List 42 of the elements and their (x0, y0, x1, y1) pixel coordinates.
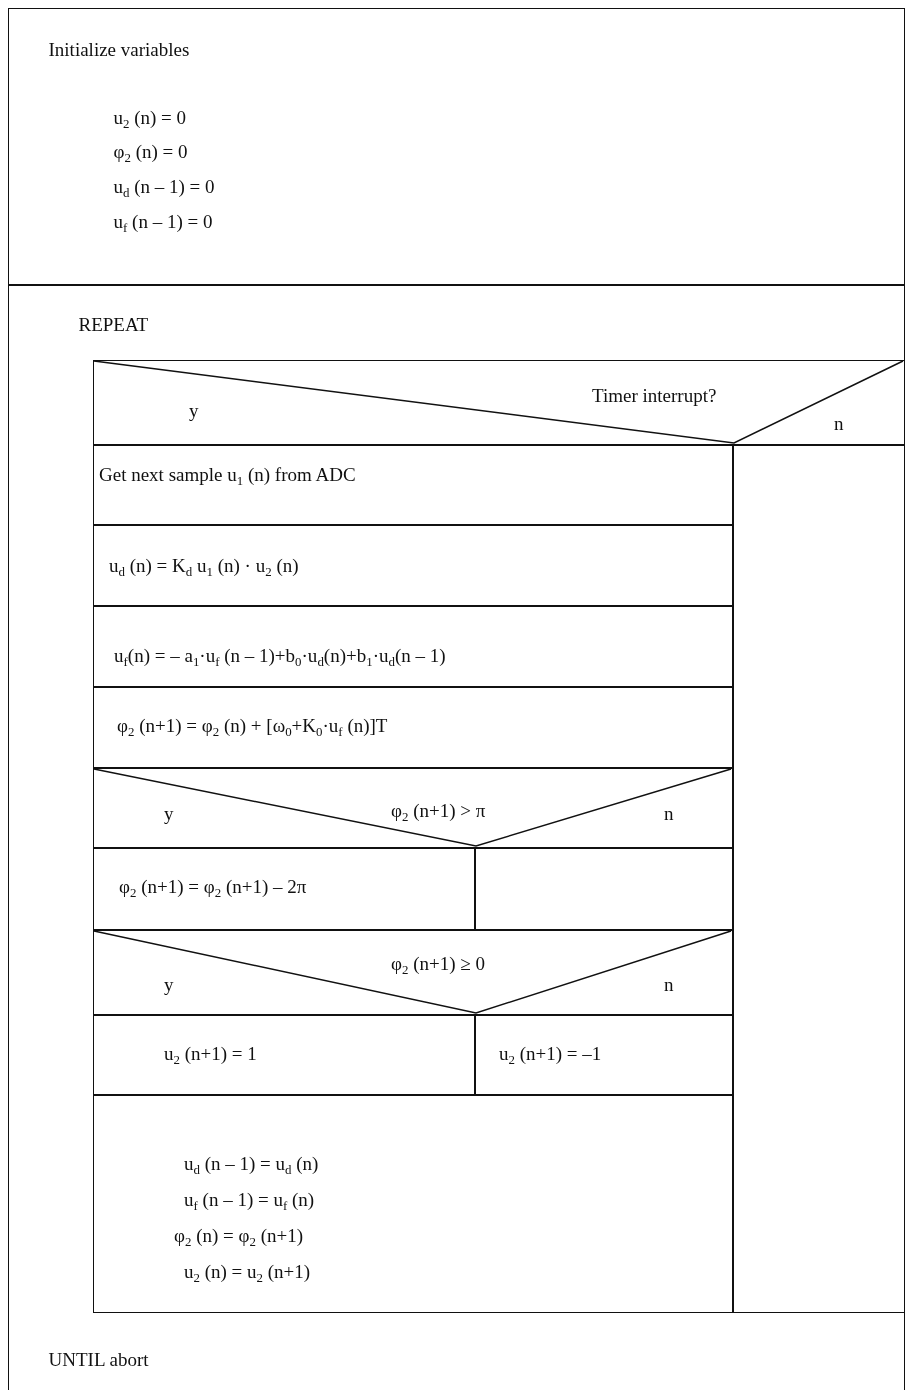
condition-label: Timer interrupt? (592, 385, 717, 407)
equation: φ$_{2}$ (n) = 0 (113, 140, 188, 163)
process-block (474, 1014, 733, 1095)
loop-block (8, 285, 905, 1390)
branch-label: y (164, 974, 174, 996)
equation: u$_{d}$ (n – 1) = 0 (113, 175, 215, 198)
branch-label: n (664, 974, 674, 996)
keyword: REPEAT (78, 313, 149, 336)
equation: u$_{2}$ (n+1) = –1 (499, 1043, 602, 1065)
process-block (92, 847, 475, 930)
equation: u$_{f}$ (n – 1) = u$_{f}$ (n) (184, 1189, 315, 1211)
condition-label: φ$_{2}$ (n+1) ≥ 0 (391, 953, 485, 975)
process-block (92, 1014, 475, 1095)
branch-label: y (164, 803, 174, 825)
keyword: UNTIL abort (48, 1348, 149, 1371)
equation: Get next sample u$_{1}$ (n) from ADC (99, 464, 356, 486)
branch-label: n (664, 803, 674, 825)
process-block (92, 605, 733, 687)
equation: u$_{f}$(n) = – a$_{1}$·u$_{f}$ (n – 1)+b$_{0}$·u$_{d}$(n)+b$_{1}$·u$_{d}$(n – 1) (114, 645, 446, 667)
equation: u$_{f}$ (n – 1) = 0 (113, 210, 213, 233)
process-block (92, 1094, 733, 1313)
process-block (92, 686, 733, 768)
condition-label: φ$_{2}$ (n+1) > π (391, 800, 486, 822)
empty-block (474, 847, 733, 930)
branch-label: y (189, 400, 199, 422)
equation: u$_{d}$ (n – 1) = u$_{d}$ (n) (184, 1153, 319, 1175)
heading: Initialize variables (48, 38, 190, 61)
equation: φ$_{2}$ (n+1) = φ$_{2}$ (n) + [ω$_{0}$+K$_{0}$·u$_{f}$ (n)]T (117, 715, 388, 737)
process-block (8, 8, 905, 285)
branch-label: n (834, 413, 844, 435)
empty-block (732, 444, 905, 1313)
equation: u$_{d}$ (n) = K$_{d}$ u$_{1}$ (n) · u$_{2}$ (n) (109, 555, 299, 577)
equation: u$_{2}$ (n+1) = 1 (164, 1043, 257, 1065)
equation: u$_{2}$ (n) = u$_{2}$ (n+1) (184, 1261, 311, 1283)
decision-block (92, 929, 733, 1015)
process-block (92, 444, 733, 525)
decision-block (92, 767, 733, 848)
equation: u$_{2}$ (n) = 0 (113, 106, 187, 129)
decision-block (92, 359, 905, 445)
equation: φ$_{2}$ (n+1) = φ$_{2}$ (n+1) – 2π (119, 876, 307, 898)
process-block (92, 524, 733, 606)
equation: φ$_{2}$ (n) = φ$_{2}$ (n+1) (174, 1225, 304, 1247)
